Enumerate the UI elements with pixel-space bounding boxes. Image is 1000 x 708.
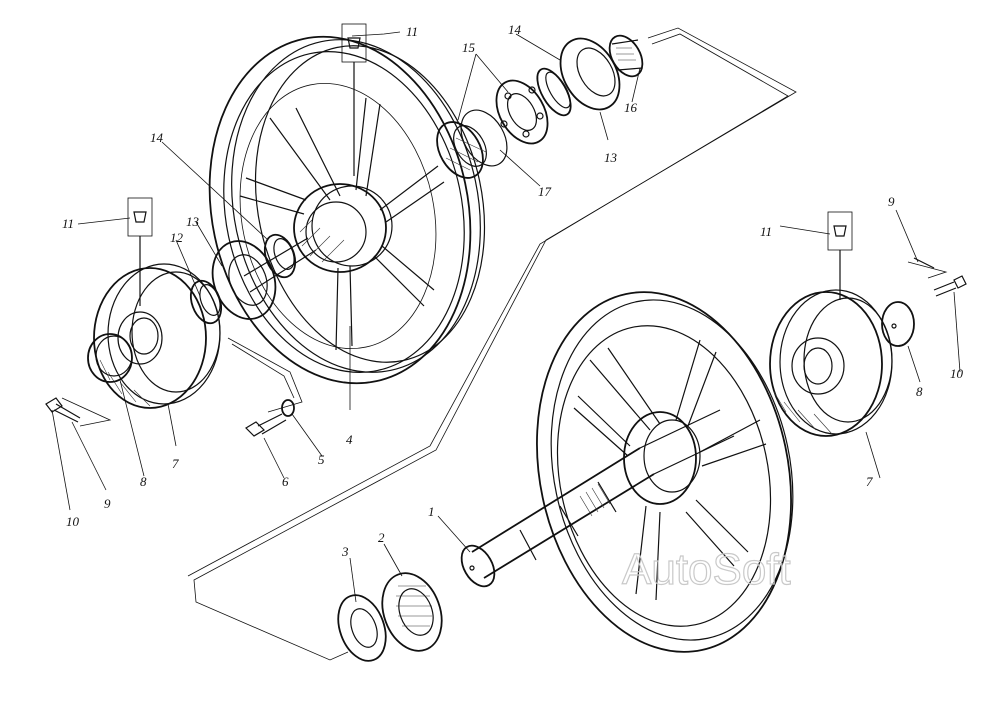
right-small-pulley-part-7 xyxy=(769,289,893,437)
callout-5: 5 xyxy=(318,452,325,467)
large-spoked-wheel-part-4 xyxy=(208,35,486,385)
callout-11-top: 11 xyxy=(406,24,418,39)
callout-labels: 11 14 15 16 13 17 14 11 13 12 4 5 6 7 8 … xyxy=(62,22,964,559)
callout-12: 12 xyxy=(170,230,184,245)
callout-2: 2 xyxy=(378,530,385,545)
callout-3: 3 xyxy=(341,544,349,559)
callout-13-left: 13 xyxy=(186,214,200,229)
bearing-stack-top xyxy=(436,34,644,179)
shaft-part-1 xyxy=(460,409,735,588)
callout-10-left: 10 xyxy=(66,514,80,529)
washer-part-5 xyxy=(281,399,295,417)
callout-11-right: 11 xyxy=(760,224,772,239)
callout-1: 1 xyxy=(428,504,435,519)
top-grease-fitting-part-11 xyxy=(341,23,367,176)
callout-9-left: 9 xyxy=(104,496,111,511)
right-spoked-wheel xyxy=(536,291,794,653)
left-cap-part-8 xyxy=(87,333,133,383)
callout-13-top: 13 xyxy=(604,150,618,165)
callout-10-right: 10 xyxy=(950,366,964,381)
nut-part-2 xyxy=(381,572,443,652)
callout-8-right: 8 xyxy=(916,384,923,399)
callout-14-top: 14 xyxy=(508,22,522,37)
callout-14-left: 14 xyxy=(150,130,164,145)
callout-15: 15 xyxy=(462,40,476,55)
watermark-text: AutoSoft xyxy=(622,545,791,594)
left-grease-fitting-part-11 xyxy=(127,197,153,306)
callout-11-left: 11 xyxy=(62,216,74,231)
callout-7-right: 7 xyxy=(866,474,873,489)
callout-9-right: 9 xyxy=(888,194,895,209)
right-bolt-part-10 xyxy=(933,275,967,297)
assembly-path xyxy=(61,27,948,661)
callout-4: 4 xyxy=(346,432,353,447)
left-small-pulley-part-7 xyxy=(93,263,221,409)
callout-8-left: 8 xyxy=(140,474,147,489)
callout-17: 17 xyxy=(538,184,552,199)
callout-7-left: 7 xyxy=(172,456,179,471)
bolt-part-6 xyxy=(245,413,287,437)
left-seal-rings xyxy=(189,233,297,325)
right-cap-part-8 xyxy=(881,301,915,347)
left-bolt-part-10 xyxy=(45,397,81,423)
lock-washer-part-3 xyxy=(337,594,387,662)
leader-lines xyxy=(51,31,961,603)
callout-16: 16 xyxy=(624,100,638,115)
callout-6: 6 xyxy=(282,474,289,489)
right-grease-fitting-part-11 xyxy=(827,211,853,300)
